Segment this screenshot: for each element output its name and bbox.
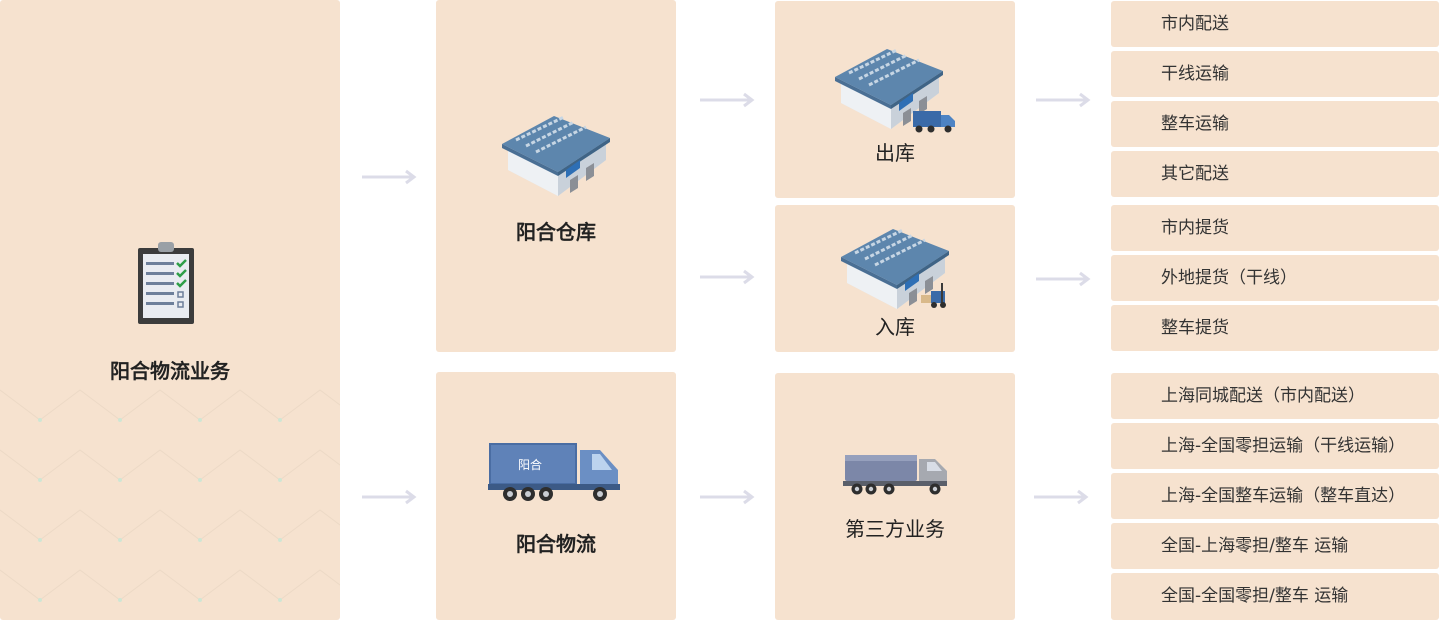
warehouse-panel: 阳合仓库 (436, 0, 676, 352)
clipboard-checklist-icon (138, 242, 194, 324)
warehouse-forklift-icon (839, 227, 951, 311)
leaf-outbound-trunk-transport: 干线运输 (1111, 51, 1439, 97)
arrow-warehouse-inbound (700, 269, 755, 285)
truck-text: 阳合 (518, 457, 542, 472)
warehouse-truck-icon (833, 47, 955, 133)
outbound-label: 出库 (875, 141, 915, 165)
logistics-title: 阳合物流 (516, 532, 596, 556)
leaf-thirdparty-5: 全国-全国零担/整车 运输 (1111, 573, 1439, 620)
leaf-inbound-full-truckload-pickup: 整车提货 (1111, 305, 1439, 351)
warehouse-title: 阳合仓库 (516, 220, 596, 244)
arrow-thirdparty-leaves (1034, 489, 1089, 505)
leaf-outbound-other-delivery: 其它配送 (1111, 151, 1439, 197)
arrow-root-warehouse (362, 169, 417, 185)
leaf-thirdparty-1: 上海同城配送（市内配送） (1111, 373, 1439, 419)
root-panel: 阳合物流业务 (0, 0, 340, 620)
cargo-truck-icon (843, 455, 947, 495)
inbound-panel: 入库 (775, 205, 1015, 352)
arrow-outbound-leaves (1036, 92, 1091, 108)
arrow-root-logistics (362, 489, 417, 505)
thirdparty-label: 第三方业务 (845, 517, 945, 541)
box-truck-icon: 阳合 (488, 443, 620, 501)
root-title: 阳合物流业务 (110, 359, 230, 383)
leaf-thirdparty-4: 全国-上海零担/整车 运输 (1111, 523, 1439, 569)
arrow-logistics-thirdparty (700, 489, 755, 505)
leaf-outbound-full-truckload: 整车运输 (1111, 101, 1439, 147)
leaf-thirdparty-2: 上海-全国零担运输（干线运输） (1111, 423, 1439, 469)
warehouse-icon (500, 114, 612, 198)
leaf-inbound-city-pickup: 市内提货 (1111, 205, 1439, 251)
arrow-inbound-leaves (1036, 271, 1091, 287)
arrow-warehouse-outbound (700, 92, 755, 108)
logistics-panel: 阳合 阳合物流 (436, 372, 676, 620)
leaf-inbound-remote-pickup: 外地提货（干线） (1111, 255, 1439, 301)
background-pattern (0, 389, 340, 602)
leaf-outbound-city-delivery: 市内配送 (1111, 1, 1439, 47)
inbound-label: 入库 (875, 315, 915, 339)
thirdparty-panel: 第三方业务 (775, 373, 1015, 620)
outbound-panel: 出库 (775, 1, 1015, 198)
leaf-thirdparty-3: 上海-全国整车运输（整车直达） (1111, 473, 1439, 519)
